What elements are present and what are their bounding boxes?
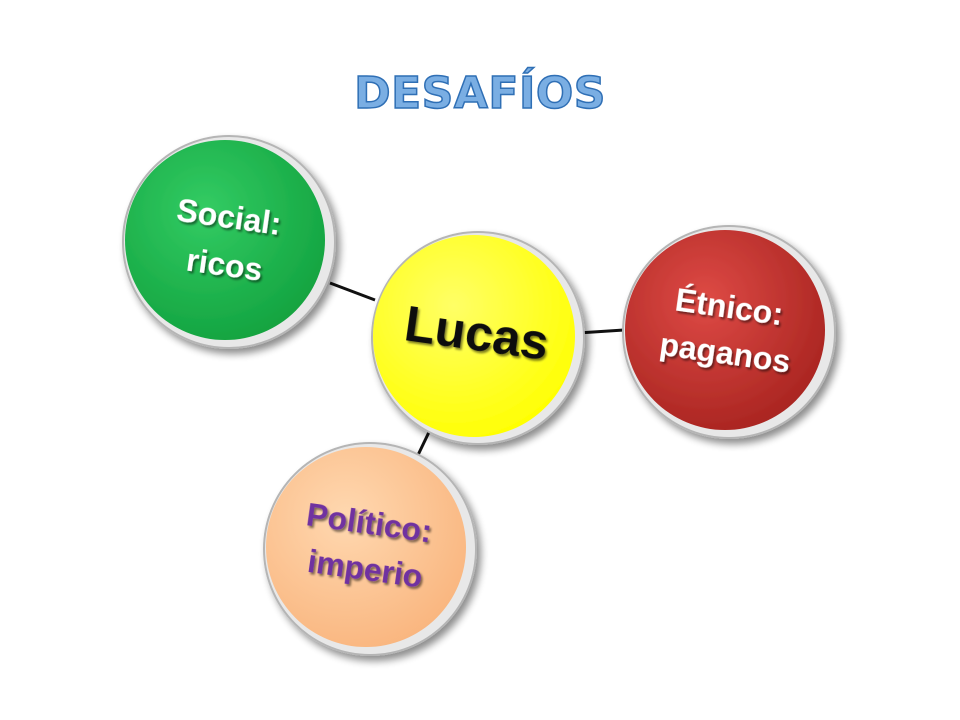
node-social xyxy=(122,135,336,349)
connector-social xyxy=(329,281,376,302)
connector-politico xyxy=(416,429,432,456)
node-etnico xyxy=(622,225,836,439)
node-social-disc xyxy=(125,140,325,340)
connector-etnico xyxy=(577,328,625,335)
page-title: DESAFÍOS xyxy=(354,66,606,119)
node-etnico-disc xyxy=(625,230,825,430)
node-center xyxy=(371,231,585,445)
node-politico-disc xyxy=(266,447,466,647)
node-center-disc xyxy=(373,235,575,437)
node-politico xyxy=(263,442,477,656)
